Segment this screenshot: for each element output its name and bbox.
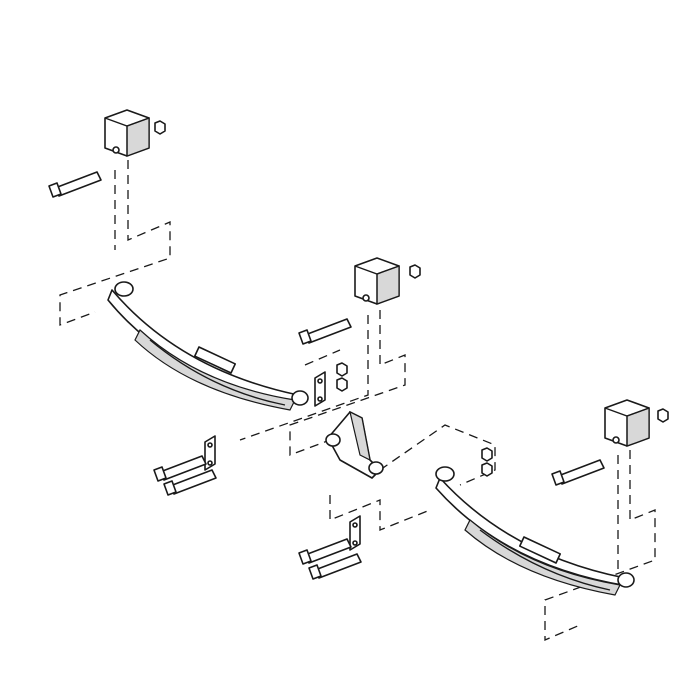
hanger-bolt-front xyxy=(551,459,605,486)
spring-hanger-center xyxy=(298,257,421,345)
hanger-nut-center xyxy=(409,264,421,279)
hanger-bolt-center xyxy=(298,318,352,345)
hanger-nut-front xyxy=(657,408,669,423)
spring-eye-nuts xyxy=(481,447,493,477)
hanger-bolt-rear xyxy=(48,171,102,198)
spring-hanger-front xyxy=(551,399,669,486)
shackle-front xyxy=(298,515,362,580)
hanger-nut-rear xyxy=(154,120,166,135)
leaf-spring-rear xyxy=(107,281,309,411)
equalizer xyxy=(325,410,384,479)
alignment-lines xyxy=(59,160,656,641)
leaf-spring-front xyxy=(435,466,635,596)
shackle-rear xyxy=(314,362,348,407)
spring-hanger-rear xyxy=(48,109,166,198)
shackle-center xyxy=(153,435,217,496)
